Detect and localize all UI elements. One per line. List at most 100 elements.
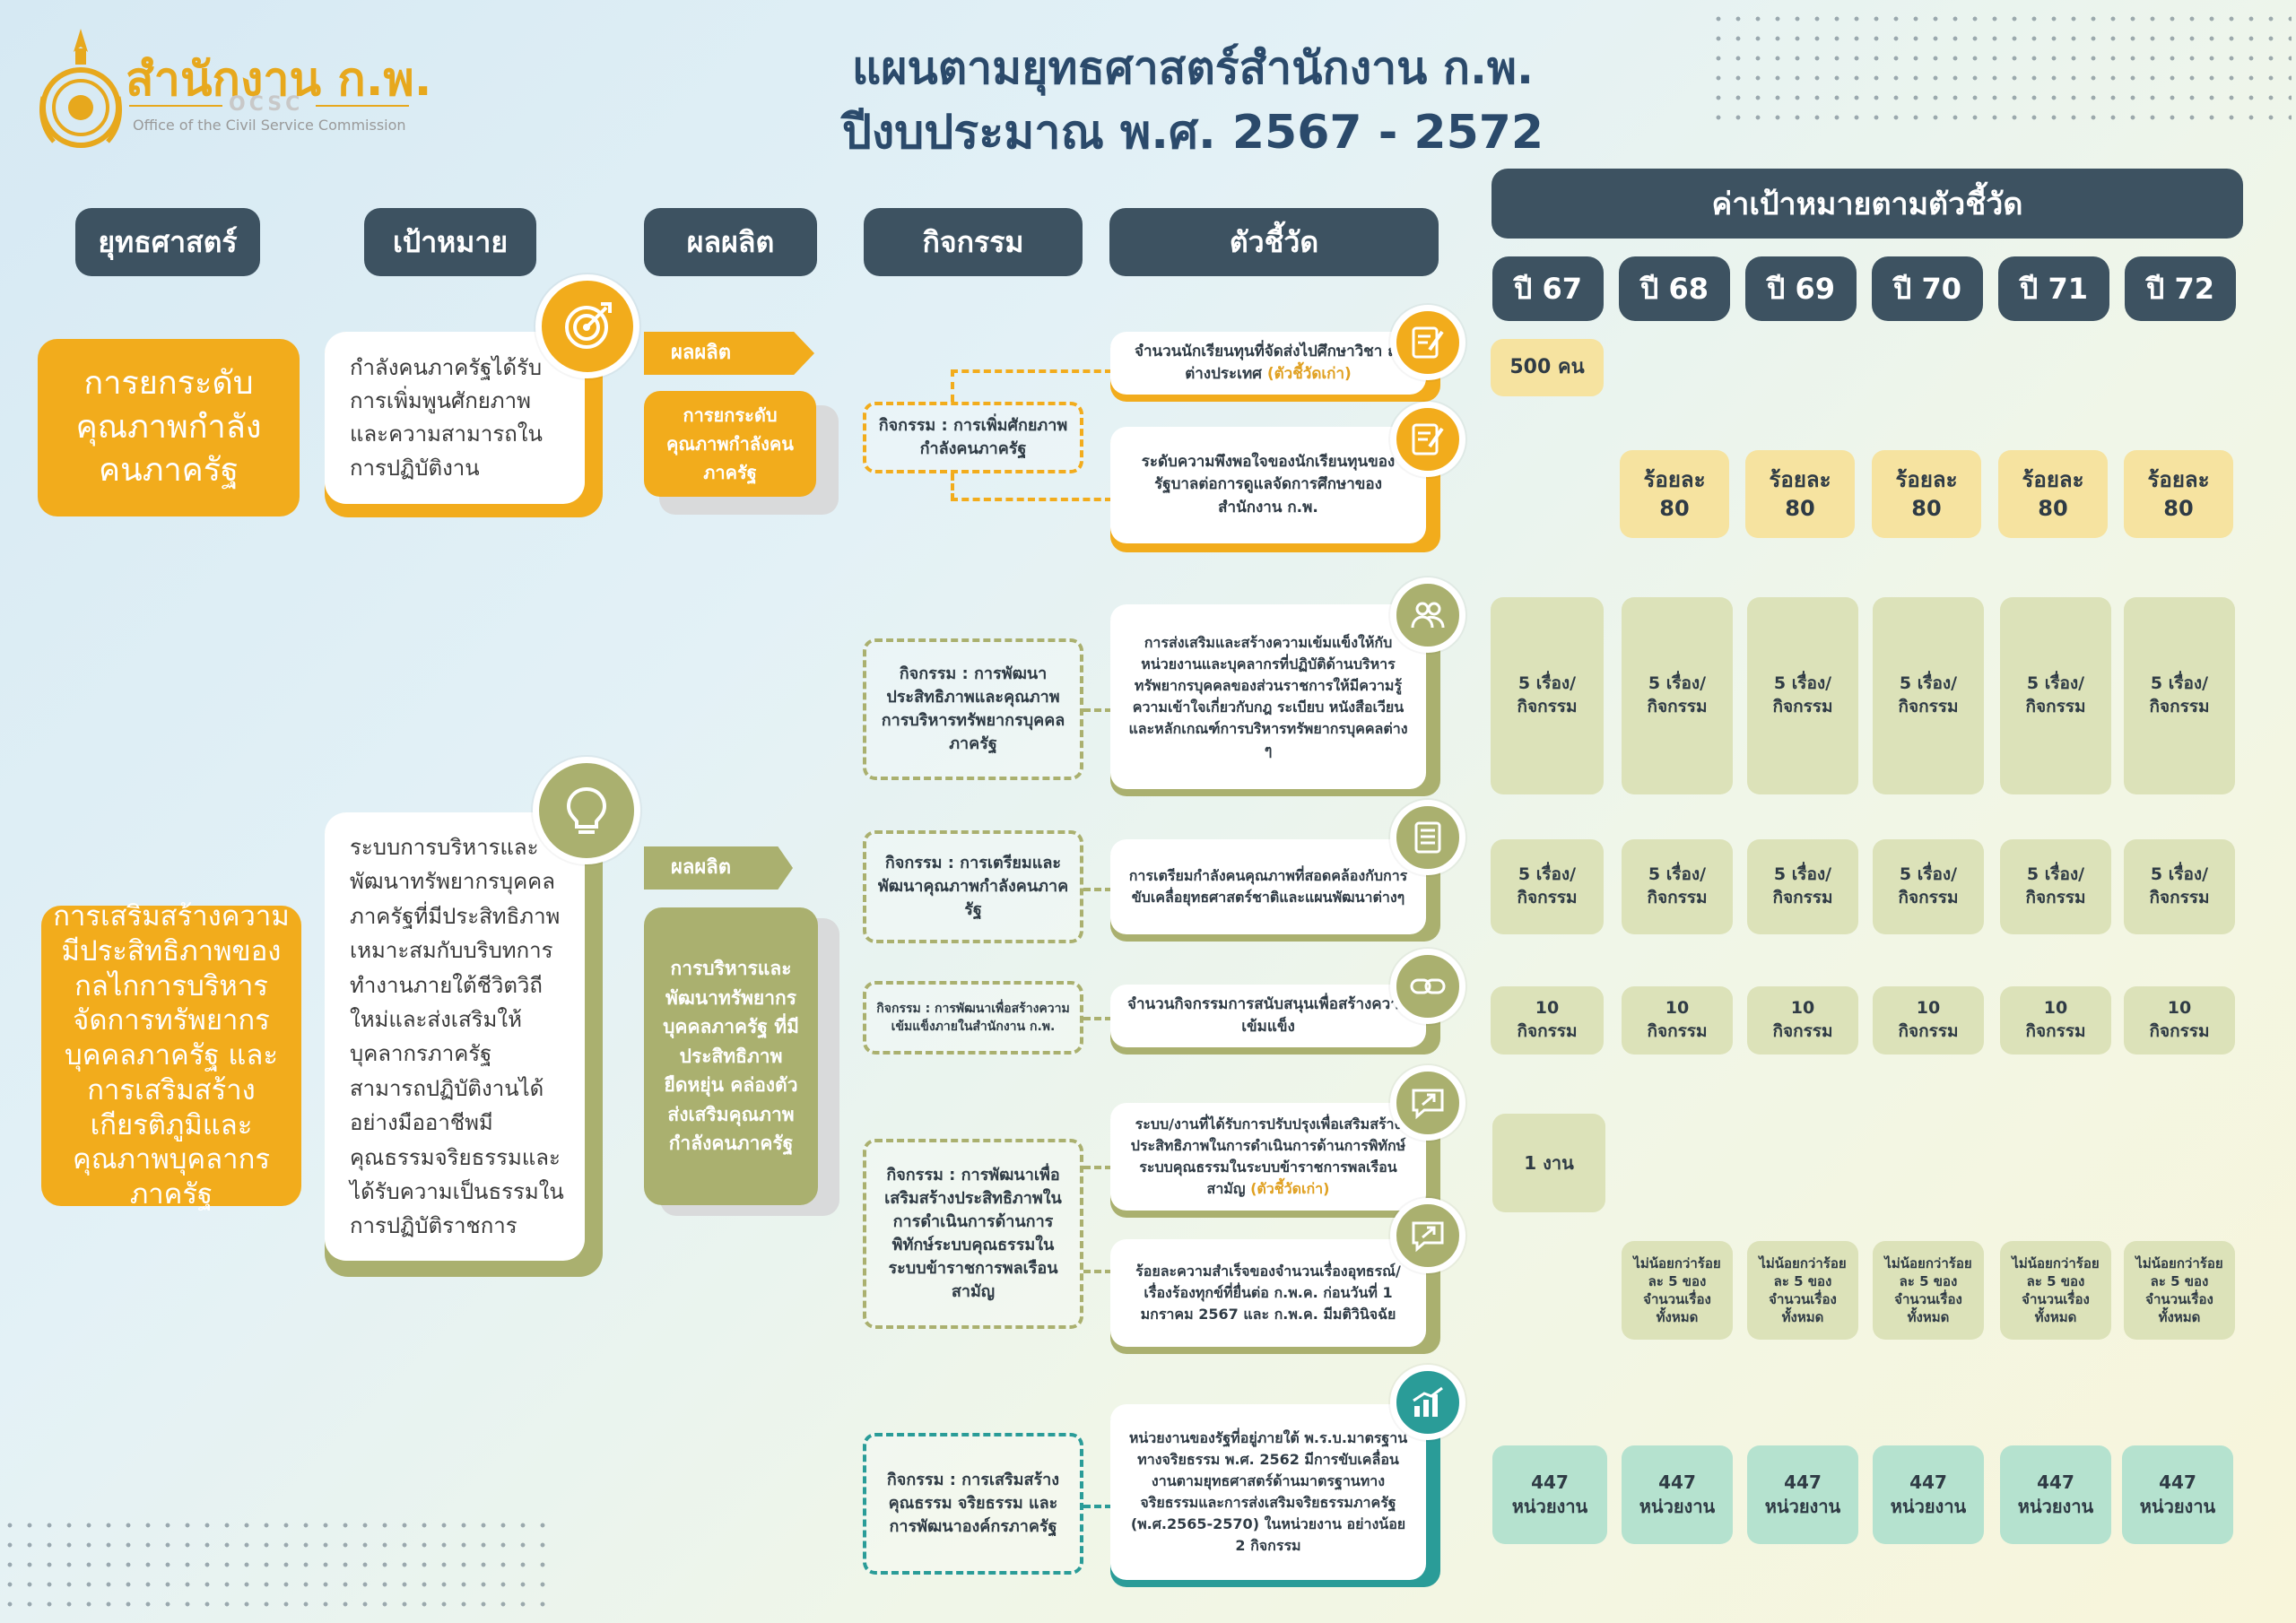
strategy-2-box: การเสริมสร้างความมีประสิทธิภาพของกลไกการ… <box>41 900 301 1211</box>
year-70: ปี 70 <box>1872 256 1983 321</box>
connector <box>951 369 954 402</box>
target-r8-y71: 447 หน่วยงาน <box>2000 1445 2111 1544</box>
target-r2-y69: ร้อยละ 80 <box>1745 450 1855 538</box>
connector <box>951 473 954 500</box>
indicator-8-box: หน่วยงานของรัฐที่อยู่ภายใต้ พ.ร.บ.มาตรฐา… <box>1110 1404 1426 1580</box>
output-2-tag: ผลผลิต <box>644 846 793 890</box>
people-icon <box>1411 602 1445 629</box>
indicator-4-box: การเตรียมกำลังคนคุณภาพที่สอดคล้องกับการข… <box>1110 839 1426 934</box>
dot-pattern-top-right <box>1709 9 2292 126</box>
output-1-box: การยกระดับคุณภาพกำลังคนภาครัฐ <box>644 391 816 497</box>
target-r7-y72: ไม่น้อยกว่าร้อยละ 5 ของจำนวนเรื่องทั้งหม… <box>2124 1241 2235 1340</box>
target-r3-y71: 5 เรื่อง/กิจกรรม <box>2000 597 2111 794</box>
title-line-1: แผนตามยุทธศาสตร์สำนักงาน ก.พ. <box>852 42 1534 94</box>
header-strategy: ยุทธศาสตร์ <box>75 208 260 276</box>
goal-1-text: กำลังคนภาครัฐได้รับการเพิ่มพูนศักยภาพและ… <box>350 355 543 481</box>
connector <box>1083 1017 1112 1020</box>
output-2-box: การบริหารและพัฒนาทรัพยากรบุคคลภาครัฐ ที่… <box>644 907 818 1205</box>
strategy-1-box: การยกระดับคุณภาพกำลังคนภาครัฐ <box>38 339 300 516</box>
indicator-6-box: ระบบ/งานที่ได้รับการปรับปรุงเพื่อเสริมสร… <box>1110 1103 1426 1211</box>
indicator-2-icon-circle <box>1390 402 1465 477</box>
target-r7-y70: ไม่น้อยกว่าร้อยละ 5 ของจำนวนเรื่องทั้งหม… <box>1873 1241 1984 1340</box>
target-r1-y67: 500 คน <box>1491 339 1604 396</box>
indicator-6-note: (ตัวชี้วัดเก่า) <box>1250 1180 1330 1197</box>
lightbulb-icon <box>566 786 607 834</box>
target-r8-y72: 447 หน่วยงาน <box>2122 1445 2233 1544</box>
target-r4-y69: 5 เรื่อง/กิจกรรม <box>1747 839 1858 934</box>
indicator-8-text: หน่วยงานของรัฐที่อยู่ภายใต้ พ.ร.บ.มาตรฐา… <box>1128 1429 1408 1554</box>
indicator-7-box: ร้อยละความสำเร็จของจำนวนเรื่องอุทธรณ์/เร… <box>1110 1239 1426 1347</box>
year-69: ปี 69 <box>1745 256 1857 321</box>
output-2-tag-label: ผลผลิต <box>671 856 732 879</box>
indicator-6-text: ระบบ/งานที่ได้รับการปรับปรุงเพื่อเสริมสร… <box>1130 1115 1406 1197</box>
header-indicator: ตัวชี้วัด <box>1109 208 1439 276</box>
document-edit-icon <box>1412 326 1444 359</box>
dot-pattern-bottom-left <box>0 1515 556 1619</box>
connector <box>1083 708 1112 712</box>
indicator-4-text: การเตรียมกำลังคนคุณภาพที่สอดคล้องกับการข… <box>1128 867 1408 906</box>
target-r7-y71: ไม่น้อยกว่าร้อยละ 5 ของจำนวนเรื่องทั้งหม… <box>2000 1241 2111 1340</box>
year-72: ปี 72 <box>2125 256 2236 321</box>
indicator-3-text: การส่งเสริมและสร้างความเข้มแข็งให้กับหน่… <box>1128 634 1408 759</box>
connector <box>1083 1505 1112 1508</box>
indicator-2-box: ระดับความพึงพอใจของนักเรียนทุนของรัฐบาลต… <box>1110 427 1426 543</box>
list-document-icon <box>1414 821 1441 854</box>
indicator-1-icon-circle <box>1390 305 1465 380</box>
indicator-6-icon-circle <box>1390 1065 1465 1141</box>
target-r3-y68: 5 เรื่อง/กิจกรรม <box>1622 597 1733 794</box>
target-icon <box>565 302 612 349</box>
target-r7-y69: ไม่น้อยกว่าร้อยละ 5 ของจำนวนเรื่องทั้งหม… <box>1747 1241 1858 1340</box>
indicator-7-icon-circle <box>1390 1198 1465 1273</box>
indicator-5-box: จำนวนกิจกรรมการสนับสนุนเพื่อสร้างความเข้… <box>1110 985 1426 1047</box>
connector <box>1083 888 1112 891</box>
target-r4-y71: 5 เรื่อง/กิจกรรม <box>2000 839 2111 934</box>
connector <box>951 498 1112 501</box>
indicator-1-note: (ตัวชี้วัดเก่า) <box>1266 365 1352 383</box>
target-r5-y72: 10 กิจกรรม <box>2124 986 2235 1055</box>
header-output: ผลผลิต <box>644 208 817 276</box>
target-r5-y68: 10 กิจกรรม <box>1622 986 1733 1055</box>
logo-line <box>129 105 222 107</box>
activity-2-1-box: กิจกรรม : การพัฒนาประสิทธิภาพและคุณภาพกา… <box>863 638 1083 780</box>
emblem-icon <box>39 29 122 148</box>
connector <box>1083 1166 1112 1169</box>
year-71: ปี 71 <box>1998 256 2109 321</box>
connector <box>951 369 1112 373</box>
target-r8-y68: 447 หน่วยงาน <box>1622 1445 1733 1544</box>
indicator-8-icon-circle <box>1390 1365 1465 1440</box>
header-target: ค่าเป้าหมายตามตัวชี้วัด <box>1492 169 2243 239</box>
page-title: แผนตามยุทธศาสตร์สำนักงาน ก.พ. ปีงบประมาณ… <box>700 34 1686 169</box>
logo: สำนักงาน ก.พ. OCSC Office of the Civil S… <box>36 25 432 151</box>
goal-2-icon-circle <box>533 757 640 864</box>
indicator-5-icon-circle <box>1390 949 1465 1024</box>
logo-line <box>316 105 409 107</box>
target-r3-y67: 5 เรื่อง/กิจกรรม <box>1491 597 1604 794</box>
target-r5-y69: 10 กิจกรรม <box>1747 986 1858 1055</box>
indicator-7-text: ร้อยละความสำเร็จของจำนวนเรื่องอุทธรณ์/เร… <box>1135 1263 1401 1323</box>
logo-english: Office of the Civil Service Commission <box>133 117 406 134</box>
activity-2-3-box: กิจกรรม : การพัฒนาเพื่อสร้างความเข้มแข็ง… <box>863 981 1083 1055</box>
goal-2-card: ระบบการบริหารและพัฒนาทรัพยากรบุคคลภาครัฐ… <box>325 812 585 1261</box>
target-r5-y71: 10 กิจกรรม <box>2000 986 2111 1055</box>
activity-2-4-box: กิจกรรม : การพัฒนาเพื่อเสริมสร้างประสิทธ… <box>863 1139 1083 1329</box>
indicator-3-icon-circle <box>1390 577 1465 653</box>
indicator-2-text: ระดับความพึงพอใจของนักเรียนทุนของรัฐบาลต… <box>1141 452 1396 516</box>
output-1-tag: ผลผลิต <box>644 332 814 375</box>
target-r8-y69: 447 หน่วยงาน <box>1747 1445 1858 1544</box>
logo-abbr: OCSC <box>229 93 304 116</box>
title-line-2: ปีงบประมาณ พ.ศ. 2567 - 2572 <box>841 106 1544 160</box>
target-r2-y70: ร้อยละ 80 <box>1872 450 1981 538</box>
target-r3-y72: 5 เรื่อง/กิจกรรม <box>2124 597 2235 794</box>
header-activity: กิจกรรม <box>864 208 1083 276</box>
target-r4-y72: 5 เรื่อง/กิจกรรม <box>2124 839 2235 934</box>
target-r8-y70: 447 หน่วยงาน <box>1873 1445 1984 1544</box>
indicator-5-text: จำนวนกิจกรรมการสนับสนุนเพื่อสร้างความเข้… <box>1127 994 1409 1037</box>
bar-chart-icon <box>1413 1386 1443 1417</box>
header-goal: เป้าหมาย <box>364 208 536 276</box>
target-r4-y68: 5 เรื่อง/กิจกรรม <box>1622 839 1733 934</box>
indicator-1-text: จำนวนนักเรียนทุนที่จัดส่งไปศึกษาวิชา ณ ต… <box>1135 342 1402 384</box>
activity-2-5-box: กิจกรรม : การเสริมสร้างคุณธรรม จริยธรรม … <box>863 1433 1083 1575</box>
chat-arrow-icon <box>1412 1221 1444 1253</box>
target-r7-y68: ไม่น้อยกว่าร้อยละ 5 ของจำนวนเรื่องทั้งหม… <box>1622 1241 1733 1340</box>
logo-thai: สำนักงาน ก.พ. <box>126 53 432 107</box>
